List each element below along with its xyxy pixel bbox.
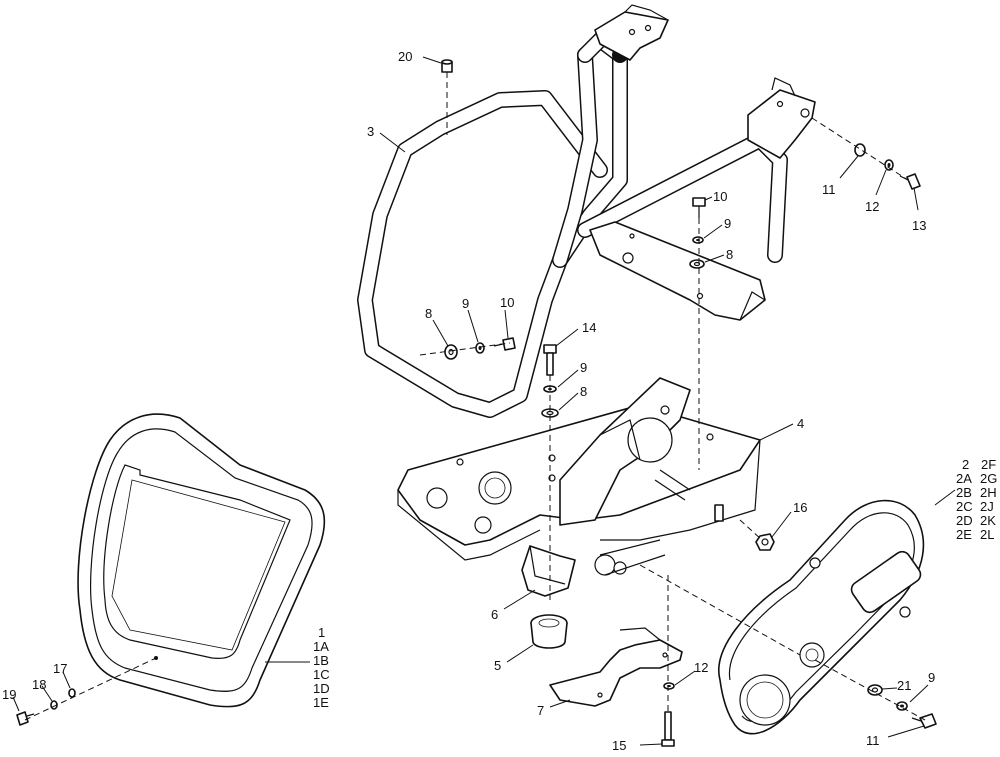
callout-13: 13 (912, 218, 926, 233)
callout-19: 19 (2, 687, 16, 702)
leader-lines (12, 56, 956, 746)
callout-group1-item: 1 (318, 625, 325, 640)
callout-21: 21 (897, 678, 911, 693)
callout-group2-item: 2E (956, 527, 972, 542)
belt-guard-part-2 (718, 499, 925, 735)
callout-group1-item: 1A (313, 639, 329, 654)
callout-6: 6 (491, 607, 498, 622)
callout-20: 20 (398, 49, 412, 64)
callout-12: 12 (694, 660, 708, 675)
callout-group2-item: 2F (981, 457, 996, 472)
callout-group2-item: 2B (956, 485, 972, 500)
callout-group1-item: 1D (313, 681, 330, 696)
callout-group-2: 2 2A 2B 2C 2D 2E 2F 2G 2H 2J 2K 2L (956, 457, 997, 542)
callout-group1-item: 1E (313, 695, 329, 710)
callout-8: 8 (580, 384, 587, 399)
callout-9: 9 (724, 216, 731, 231)
callout-group2-item: 2A (956, 471, 972, 486)
callout-17: 17 (53, 661, 67, 676)
callout-group2-item: 2 (962, 457, 969, 472)
callout-group1-item: 1C (313, 667, 330, 682)
callout-7: 7 (537, 703, 544, 718)
callout-group2-item: 2H (980, 485, 997, 500)
assembly-axis-lines (24, 72, 926, 721)
small-hardware (16, 59, 937, 747)
callout-group2-item: 2G (980, 471, 997, 486)
callout-group2-item: 2J (980, 499, 994, 514)
callout-3: 3 (367, 124, 374, 139)
callout-9: 9 (580, 360, 587, 375)
callout-12: 12 (865, 199, 879, 214)
callout-8: 8 (726, 247, 733, 262)
callout-10: 10 (500, 295, 514, 310)
callout-10: 10 (713, 189, 727, 204)
callout-14: 14 (582, 320, 596, 335)
main-plate-part-4 (397, 377, 761, 576)
callout-4: 4 (797, 416, 804, 431)
callout-11: 11 (866, 733, 880, 748)
callout-group2-item: 2C (956, 499, 973, 514)
callout-group1-item: 1B (313, 653, 329, 668)
callout-group-1: 1 1A 1B 1C 1D 1E (313, 625, 330, 710)
callout-9: 9 (928, 670, 935, 685)
tube-frame-part-3 (357, 4, 816, 418)
callout-5: 5 (494, 658, 501, 673)
callout-group2-item: 2K (980, 513, 996, 528)
cover-part-1 (77, 413, 326, 708)
callout-group2-item: 2L (980, 527, 994, 542)
callout-11: 11 (822, 182, 836, 197)
callout-15: 15 (612, 738, 626, 753)
callout-8: 8 (425, 306, 432, 321)
callout-9: 9 (462, 296, 469, 311)
callout-group2-item: 2D (956, 513, 973, 528)
callout-16: 16 (793, 500, 807, 515)
callout-18: 18 (32, 677, 46, 692)
callout-labels: 20 3 10 9 8 11 12 13 8 9 10 14 9 8 4 16 … (2, 49, 997, 753)
